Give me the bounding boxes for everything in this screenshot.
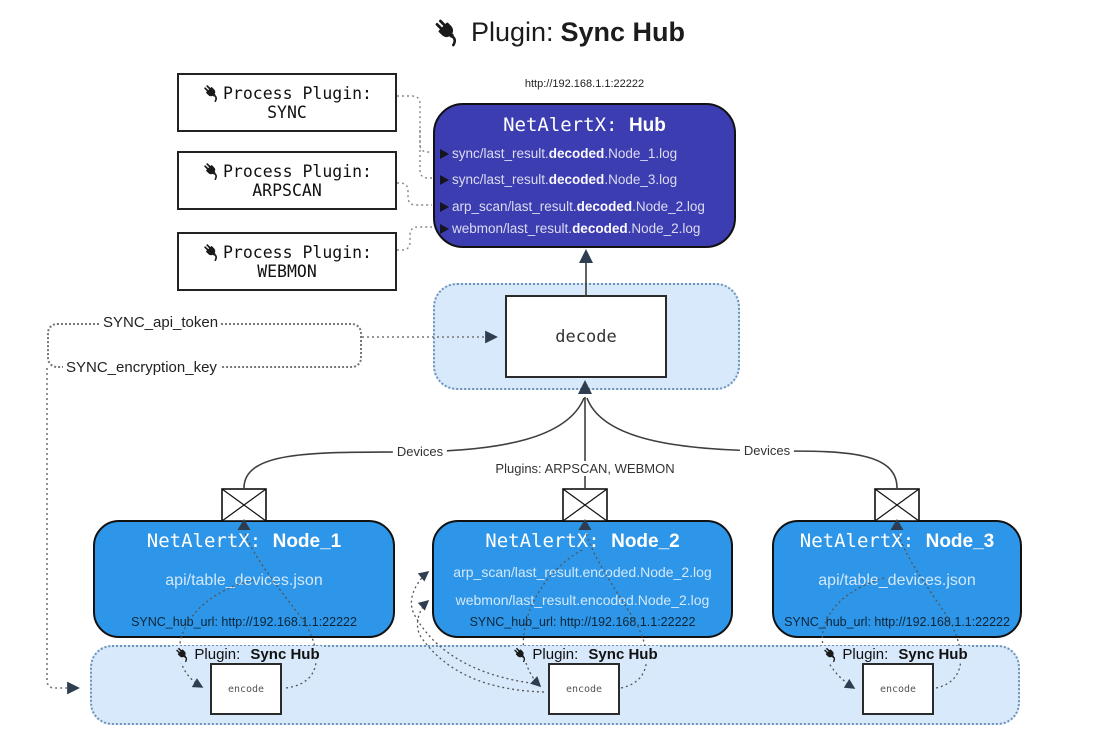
process-plugin-name: SYNC	[267, 103, 307, 122]
plug-icon	[202, 161, 222, 181]
process-plugin-name: WEBMON	[257, 262, 317, 281]
node-file-line: api/table_devices.json	[165, 572, 323, 589]
process-plugin-label: Process Plugin:	[222, 161, 372, 181]
encode-box-3: encode	[862, 663, 934, 715]
hub-box: NetAlertX: Hub sync/last_result.decoded.…	[433, 103, 736, 248]
plug-icon	[174, 646, 191, 663]
decode-label: decode	[555, 326, 617, 347]
hub-log-line: arp_scan/last_result.decoded.Node_2.log	[440, 199, 705, 214]
arrow-right-icon	[440, 174, 449, 185]
plugins-edge-label: Plugins: ARPSCAN, WEBMON	[491, 461, 679, 476]
plugin-to-hub-connectors	[397, 95, 432, 251]
process-plugin-name: ARPSCAN	[252, 181, 322, 200]
arrow-right-icon	[440, 148, 449, 159]
sync-hub-plugin-label-1: Plugin: Sync Hub	[172, 646, 322, 663]
plug-icon	[512, 646, 529, 663]
process-plugin-box-arpscan: Process Plugin: ARPSCAN	[177, 151, 397, 210]
node-hub-url: SYNC_hub_url: http://192.168.1.1:22222	[784, 615, 1010, 629]
node-file-line: api/table_devices.json	[818, 572, 976, 589]
node-box-1: NetAlertX: Node_1 api/table_devices.json…	[93, 520, 395, 638]
encode-label: encode	[879, 683, 917, 695]
sync-hub-plugin-label-2: Plugin: Sync Hub	[510, 646, 660, 663]
encode-label: encode	[565, 683, 603, 695]
process-plugin-box-webmon: Process Plugin: WEBMON	[177, 232, 397, 291]
sync-encryption-key-label: SYNC_encryption_key	[63, 359, 220, 376]
plug-icon	[432, 16, 464, 48]
plug-icon	[202, 83, 222, 103]
sync-hub-plugin-label-3: Plugin: Sync Hub	[820, 646, 970, 663]
devices-edge-label-right: Devices	[739, 443, 795, 458]
envelope-icon	[562, 488, 608, 522]
encode-label: encode	[227, 683, 265, 695]
plug-icon	[202, 242, 222, 262]
hub-log-line: sync/last_result.decoded.Node_1.log	[440, 146, 677, 161]
process-plugin-box-sync: Process Plugin: SYNC	[177, 73, 397, 132]
title-bold: Sync Hub	[560, 16, 686, 47]
node-title: NetAlertX: Node_1	[146, 530, 342, 552]
plug-icon	[822, 646, 839, 663]
node-file-line: arp_scan/last_result.encoded.Node_2.log	[453, 564, 712, 580]
hub-title-prefix: NetAlertX:	[503, 114, 618, 136]
node-title: NetAlertX: Node_3	[799, 530, 995, 552]
devices-edge-label-left: Devices	[392, 444, 448, 459]
encode-box-1: encode	[210, 663, 282, 715]
hub-title-bold: Hub	[628, 115, 666, 136]
hub-title: NetAlertX: Hub	[435, 114, 734, 137]
process-plugin-label: Process Plugin:	[222, 242, 372, 262]
encode-box-2: encode	[548, 663, 620, 715]
node-title: NetAlertX: Node_2	[485, 530, 680, 552]
node-file-line: webmon/last_result.encoded.Node_2.log	[455, 592, 710, 608]
arrow-right-icon	[440, 223, 449, 234]
node-hub-url: SYNC_hub_url: http://192.168.1.1:22222	[131, 615, 357, 629]
node-box-2: NetAlertX: Node_2 arp_scan/last_result.e…	[432, 520, 733, 638]
arrow-right-icon	[440, 201, 449, 212]
title-prefix: Plugin:	[470, 16, 554, 47]
hub-url-label: http://192.168.1.1:22222	[524, 78, 645, 90]
sync-api-token-label: SYNC_api_token	[100, 314, 222, 331]
decode-box: decode	[505, 295, 667, 378]
hub-log-line: sync/last_result.decoded.Node_3.log	[440, 172, 677, 187]
diagram-title: Plugin: Sync Hub	[0, 16, 1117, 48]
envelope-icon	[221, 488, 267, 522]
process-plugin-label: Process Plugin:	[222, 83, 372, 103]
envelope-icon	[874, 488, 920, 522]
node-box-3: NetAlertX: Node_3 api/table_devices.json…	[772, 520, 1022, 638]
hub-log-line: webmon/last_result.decoded.Node_2.log	[440, 221, 700, 236]
node-hub-url: SYNC_hub_url: http://192.168.1.1:22222	[469, 615, 696, 629]
